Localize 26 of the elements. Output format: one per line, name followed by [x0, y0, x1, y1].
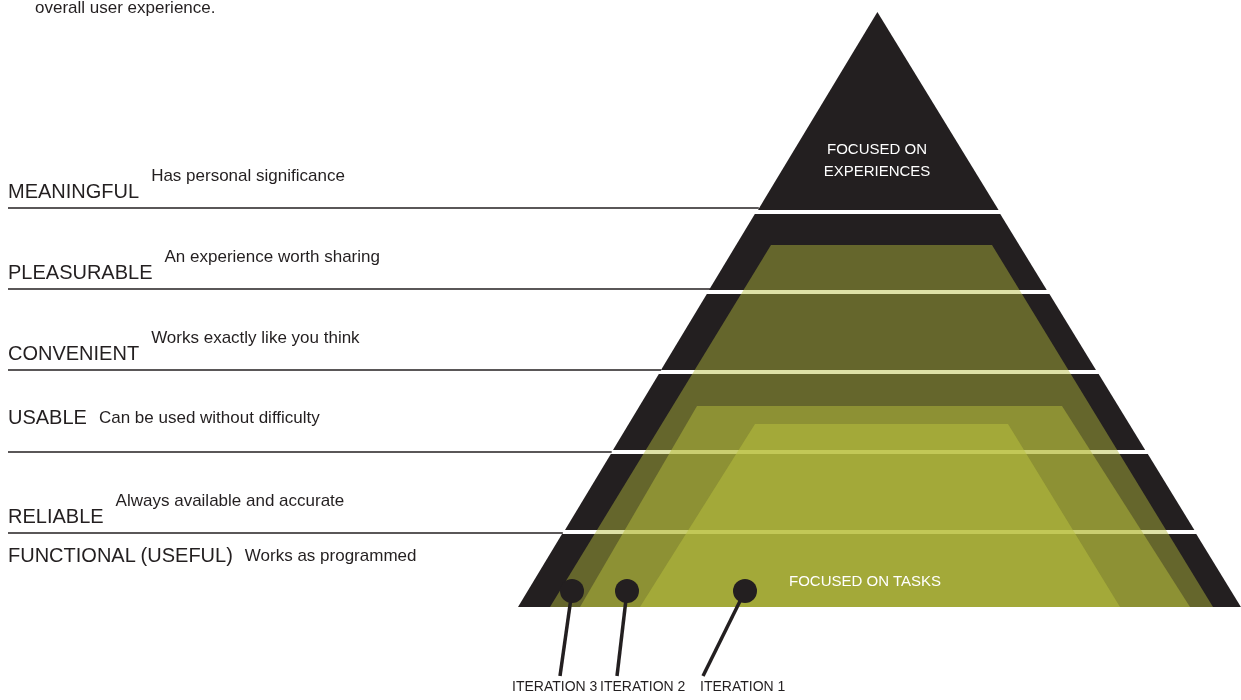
level-description: Works exactly like you think: [151, 328, 360, 348]
pyramid-caption: FOCUSED ON TASKS: [788, 571, 942, 591]
level-name: FUNCTIONAL (USEFUL): [8, 544, 233, 567]
connector-line: [7, 207, 760, 209]
connector-line: [7, 532, 564, 534]
level-description: Can be used without difficulty: [98, 408, 320, 428]
connector-line: [7, 288, 711, 290]
connector-line: [7, 369, 662, 371]
iteration-label: ITERATION 2: [600, 678, 686, 694]
level-name: CONVENIENT: [8, 342, 140, 365]
pyramid-caption: FOCUSED ON EXPERIENCES: [822, 139, 932, 181]
leader-line: [558, 579, 584, 677]
iteration-label: ITERATION 3: [512, 678, 598, 694]
connector-line: [7, 451, 613, 453]
level-description: Has personal significance: [151, 166, 345, 186]
level-name: RELIABLE: [8, 505, 104, 528]
level-name: USABLE: [8, 406, 87, 429]
leader-line: [615, 579, 639, 677]
level-name: MEANINGFUL: [8, 180, 140, 203]
intro-text: overall user experience.: [35, 0, 216, 18]
leader-line: [701, 579, 757, 677]
level-description: An experience worth sharing: [164, 247, 380, 267]
level-description: Works as programmed: [244, 546, 417, 566]
level-description: Always available and accurate: [115, 491, 345, 511]
iteration-label: ITERATION 1: [700, 678, 786, 694]
level-name: PLEASURABLE: [8, 261, 153, 284]
